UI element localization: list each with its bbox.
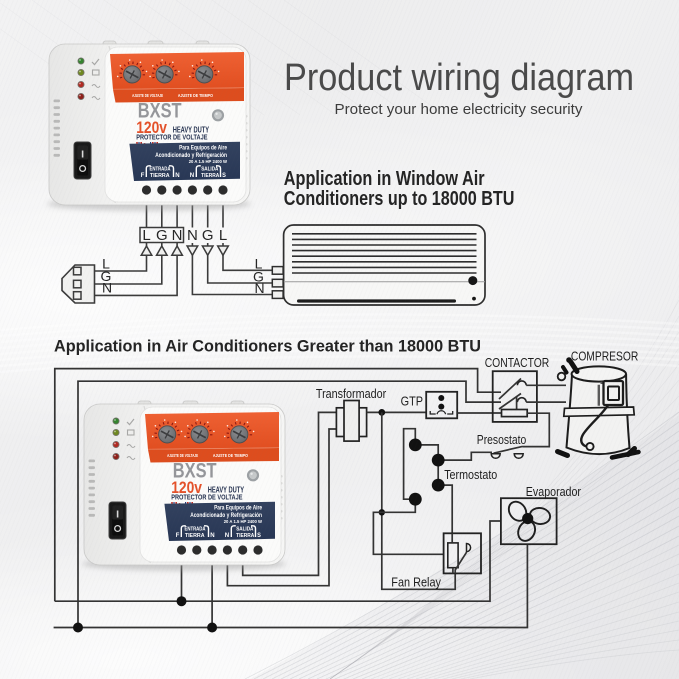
- svg-text:GTP: GTP: [401, 393, 423, 408]
- svg-text:COMPRESOR: COMPRESOR: [571, 349, 638, 364]
- svg-text:Protect your home electricity: Protect your home electricity security: [335, 101, 583, 118]
- svg-text:Application in Air Conditioner: Application in Air Conditioners Greater …: [54, 337, 481, 356]
- svg-text:Termostato: Termostato: [444, 467, 497, 482]
- svg-text:Transformador: Transformador: [316, 386, 387, 401]
- svg-text:N: N: [102, 280, 112, 296]
- svg-text:Evaporador: Evaporador: [526, 484, 582, 499]
- svg-text:Conditioners up to 18000 BTU: Conditioners up to 18000 BTU: [284, 188, 515, 210]
- svg-text:Product wiring diagram: Product wiring diagram: [284, 57, 634, 99]
- svg-text:N: N: [187, 227, 198, 244]
- svg-text:L: L: [219, 227, 227, 244]
- svg-text:L: L: [255, 255, 263, 271]
- svg-text:CONTACTOR: CONTACTOR: [485, 355, 550, 370]
- svg-text:Fan Relay: Fan Relay: [391, 574, 441, 589]
- svg-text:Application in Window Air: Application in Window Air: [284, 168, 485, 190]
- svg-text:N: N: [254, 280, 264, 296]
- svg-text:N: N: [172, 227, 183, 244]
- svg-text:L: L: [102, 255, 110, 271]
- svg-text:G: G: [253, 268, 264, 284]
- svg-text:G: G: [156, 227, 168, 244]
- svg-text:Presostato: Presostato: [477, 432, 527, 447]
- svg-text:G: G: [202, 227, 214, 244]
- svg-text:L: L: [142, 227, 150, 244]
- svg-text:G: G: [101, 268, 112, 284]
